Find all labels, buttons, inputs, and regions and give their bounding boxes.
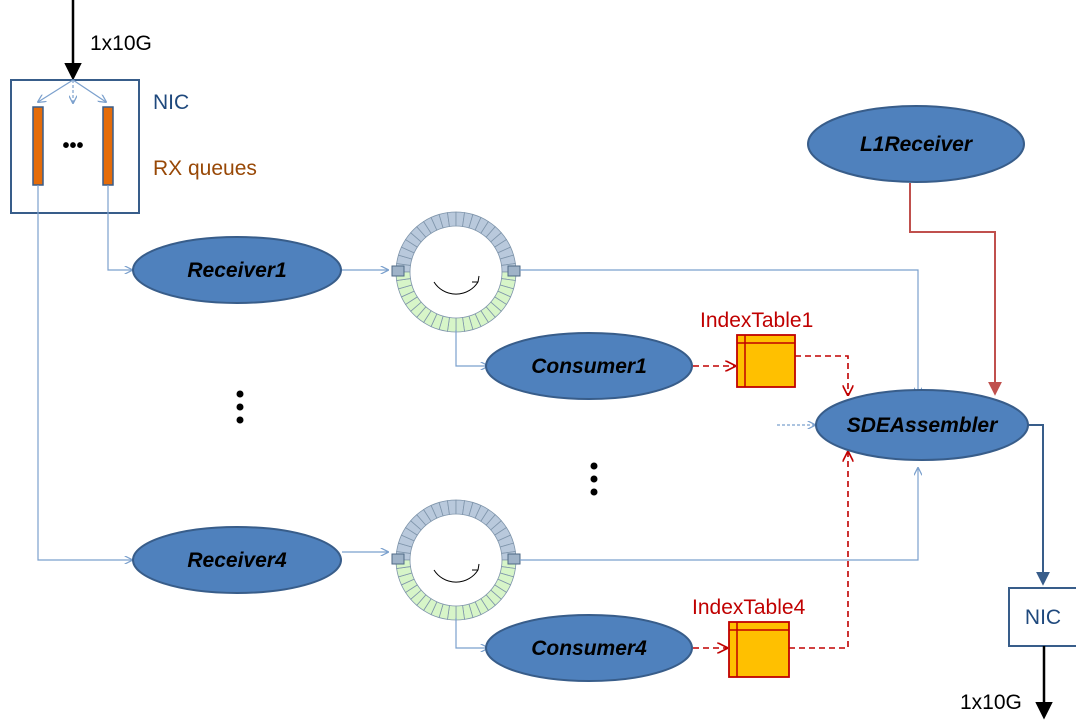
rotation-arrowhead-icon	[472, 275, 480, 283]
queue-to-receiver1-line	[107, 185, 132, 270]
ring1-to-consumer1-line	[455, 330, 488, 366]
nic-input-label: NIC	[153, 91, 189, 114]
consumers-ellipsis	[590, 462, 598, 496]
rx-queues-label: RX queues	[153, 157, 257, 180]
output-link-label: 1x10G	[960, 691, 1022, 714]
consumer4-node: Consumer4	[485, 614, 693, 682]
sdeassembler-node: SDEAssembler	[815, 389, 1029, 461]
rx-queue-last	[102, 106, 114, 186]
ring4-to-assembler-line	[520, 468, 918, 561]
nic-output-box	[1008, 587, 1076, 647]
indextable1-label: IndexTable1	[700, 309, 813, 332]
receiver1-node: Receiver1	[132, 236, 342, 304]
nic-output-label: NIC	[1025, 606, 1061, 629]
ring-buffer-pointer	[391, 265, 405, 277]
l1receiver-label: L1Receiver	[860, 133, 974, 156]
ring-buffer-4	[391, 499, 521, 621]
receiver4-label: Receiver4	[187, 549, 287, 572]
receiver1-label: Receiver1	[187, 259, 286, 282]
receiver4-node: Receiver4	[132, 526, 342, 594]
nic-input-box: •••	[10, 79, 140, 214]
ring-buffer-slot	[447, 211, 457, 227]
indextable4-label: IndexTable4	[692, 596, 806, 619]
rotation-arrow-icon	[433, 281, 479, 295]
rx-queue-first	[32, 106, 44, 186]
ring-buffer-pointer	[391, 553, 405, 565]
ring-buffer-slot	[447, 499, 457, 515]
ring4-to-consumer4-line	[455, 618, 488, 648]
indextable4-icon	[728, 621, 790, 678]
input-link-label: 1x10G	[90, 32, 152, 55]
ring-buffer-pointer	[507, 553, 521, 565]
receivers-ellipsis	[236, 390, 244, 424]
consumer1-label: Consumer1	[531, 355, 647, 378]
ring-buffer-slot	[455, 317, 465, 333]
ring-buffer-pointer	[507, 265, 521, 277]
indextable1-to-assembler-line	[795, 355, 848, 395]
ring1-to-assembler-line	[520, 269, 918, 395]
indextable1-icon	[736, 334, 796, 388]
consumer1-node: Consumer1	[485, 332, 693, 400]
assembler-to-nic-output-line	[1028, 424, 1050, 586]
rotation-arrowhead-icon	[472, 563, 480, 571]
ring-buffer-1	[391, 211, 521, 333]
rx-queue-ellipsis: •••	[62, 135, 83, 157]
rotation-arrow-icon	[433, 569, 479, 583]
ring-buffer-slot	[455, 605, 465, 621]
queue-to-receiver4-line	[37, 185, 132, 560]
sdeassembler-label: SDEAssembler	[847, 414, 999, 437]
consumer4-label: Consumer4	[531, 637, 647, 660]
l1receiver-to-assembler-line	[909, 183, 1002, 396]
l1receiver-node: L1Receiver	[807, 105, 1025, 183]
